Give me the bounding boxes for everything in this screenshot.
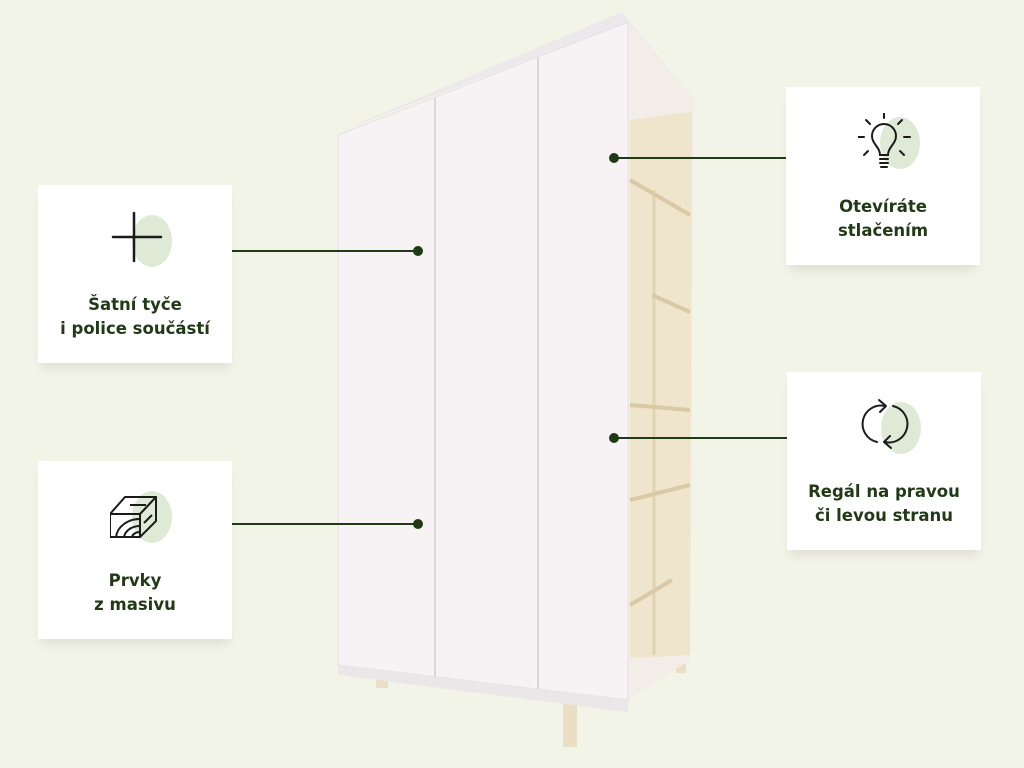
connector-line-solid-wood <box>210 523 418 525</box>
plus-icon <box>110 211 172 271</box>
connector-line-push-open <box>614 157 810 159</box>
connector-line-rails <box>210 250 418 252</box>
lightbulb-icon <box>858 113 920 173</box>
hotspot-dot-push-open[interactable] <box>609 153 619 163</box>
wood-beam-icon <box>110 487 172 547</box>
rotate-arrows-icon <box>859 398 921 458</box>
hotspot-dot-reversible-shelf[interactable] <box>609 433 619 443</box>
connector-line-reversible-shelf <box>614 437 810 439</box>
hotspot-dot-solid-wood[interactable] <box>413 519 423 529</box>
hotspot-dot-rails[interactable] <box>413 246 423 256</box>
